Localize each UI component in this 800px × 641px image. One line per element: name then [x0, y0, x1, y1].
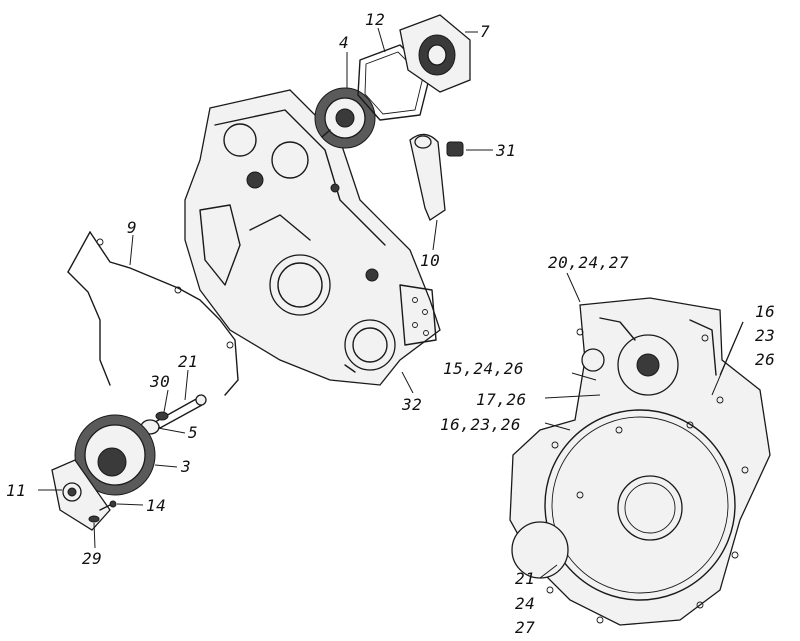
callout-20-24-27: 20,24,27 — [548, 253, 629, 272]
pin-29 — [88, 515, 100, 523]
screw-14 — [99, 500, 117, 511]
callout-11: 11 — [6, 481, 26, 500]
leader-lines — [38, 27, 744, 579]
gasket-12 — [357, 44, 431, 121]
callout-27-bottom: 27 — [515, 618, 535, 637]
callout-32: 32 — [401, 395, 422, 414]
front-cover-housing — [184, 89, 441, 386]
spring-31 — [446, 141, 464, 157]
callout-21-bottom: 21 — [515, 569, 535, 588]
washer-30 — [155, 411, 169, 421]
callout-7: 7 — [480, 22, 490, 41]
callout-3: 3 — [180, 457, 191, 476]
gasket-9 — [67, 231, 239, 396]
callout-21-left: 21 — [178, 352, 198, 371]
callout-29: 29 — [82, 549, 102, 568]
callout-4: 4 — [339, 33, 349, 52]
callout-14: 14 — [146, 496, 166, 515]
callout-5: 5 — [188, 423, 198, 442]
callout-9: 9 — [127, 218, 137, 237]
bolt-21 — [154, 394, 207, 429]
callout-labels: 4 12 7 31 9 10 32 21 30 5 3 11 14 29 20,… — [6, 10, 775, 637]
callout-17-26: 17,26 — [476, 390, 527, 409]
flange-bolt-holes — [546, 328, 749, 624]
callout-23-right: 23 — [755, 326, 775, 345]
callout-31: 31 — [495, 141, 516, 160]
cover-11 — [51, 459, 111, 531]
callout-16-23-26: 16,23,26 — [440, 415, 521, 434]
callout-15-24-26: 15,24,26 — [443, 359, 524, 378]
callout-16-right: 16 — [755, 302, 775, 321]
callout-30: 30 — [149, 372, 170, 391]
housing-7 — [399, 14, 471, 93]
callout-12: 12 — [365, 10, 385, 29]
callout-26-right: 26 — [755, 350, 775, 369]
gear-3 — [74, 414, 156, 496]
flywheel-housing — [509, 297, 771, 626]
plate-10 — [409, 133, 446, 221]
callout-10: 10 — [420, 251, 440, 270]
callout-24-bottom: 24 — [515, 594, 535, 613]
gear-4 — [314, 87, 376, 149]
